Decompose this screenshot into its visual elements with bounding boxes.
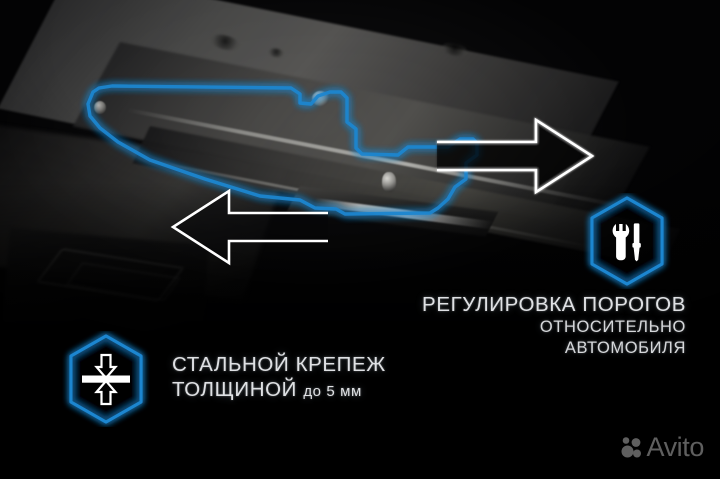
feature-badge-thickness <box>69 334 143 424</box>
avito-watermark: Avito <box>620 434 704 461</box>
caption-adjustment-line-3: АВТОМОБИЛЯ <box>564 339 686 357</box>
arrow-right-icon <box>437 117 595 195</box>
wrench-icon <box>612 224 630 261</box>
arrow-left-icon <box>170 188 328 266</box>
screwdriver-icon <box>632 223 641 262</box>
caption-mount: СТАЛЬНОЙ КРЕПЕЖ ТОЛЩИНОЙ до 5 мм <box>172 352 386 404</box>
caption-mount-line-2-main: ТОЛЩИНОЙ <box>172 378 298 401</box>
avito-wordmark: Avito <box>646 432 704 462</box>
arrow-down-icon <box>94 353 118 380</box>
hexagon-frame <box>590 196 664 286</box>
arrow-up-icon <box>94 379 118 406</box>
caption-mount-line-2-suffix: до 5 мм <box>303 383 362 400</box>
caption-adjustment: РЕГУЛИРОВКА ПОРОГОВ ОТНОСИТЕЛЬНО АВТОМОБ… <box>422 292 686 359</box>
caption-mount-line-2: ТОЛЩИНОЙ до 5 мм <box>172 377 386 404</box>
caption-mount-line-1: СТАЛЬНОЙ КРЕПЕЖ <box>172 353 386 376</box>
steel-plate-bar <box>82 375 130 383</box>
caption-adjustment-line-1: РЕГУЛИРОВКА ПОРОГОВ <box>422 293 686 316</box>
avito-dots-icon <box>621 436 642 457</box>
caption-adjustment-line-2: ОТНОСИТЕЛЬНО <box>539 318 686 336</box>
feature-badge-adjustment <box>590 196 664 286</box>
